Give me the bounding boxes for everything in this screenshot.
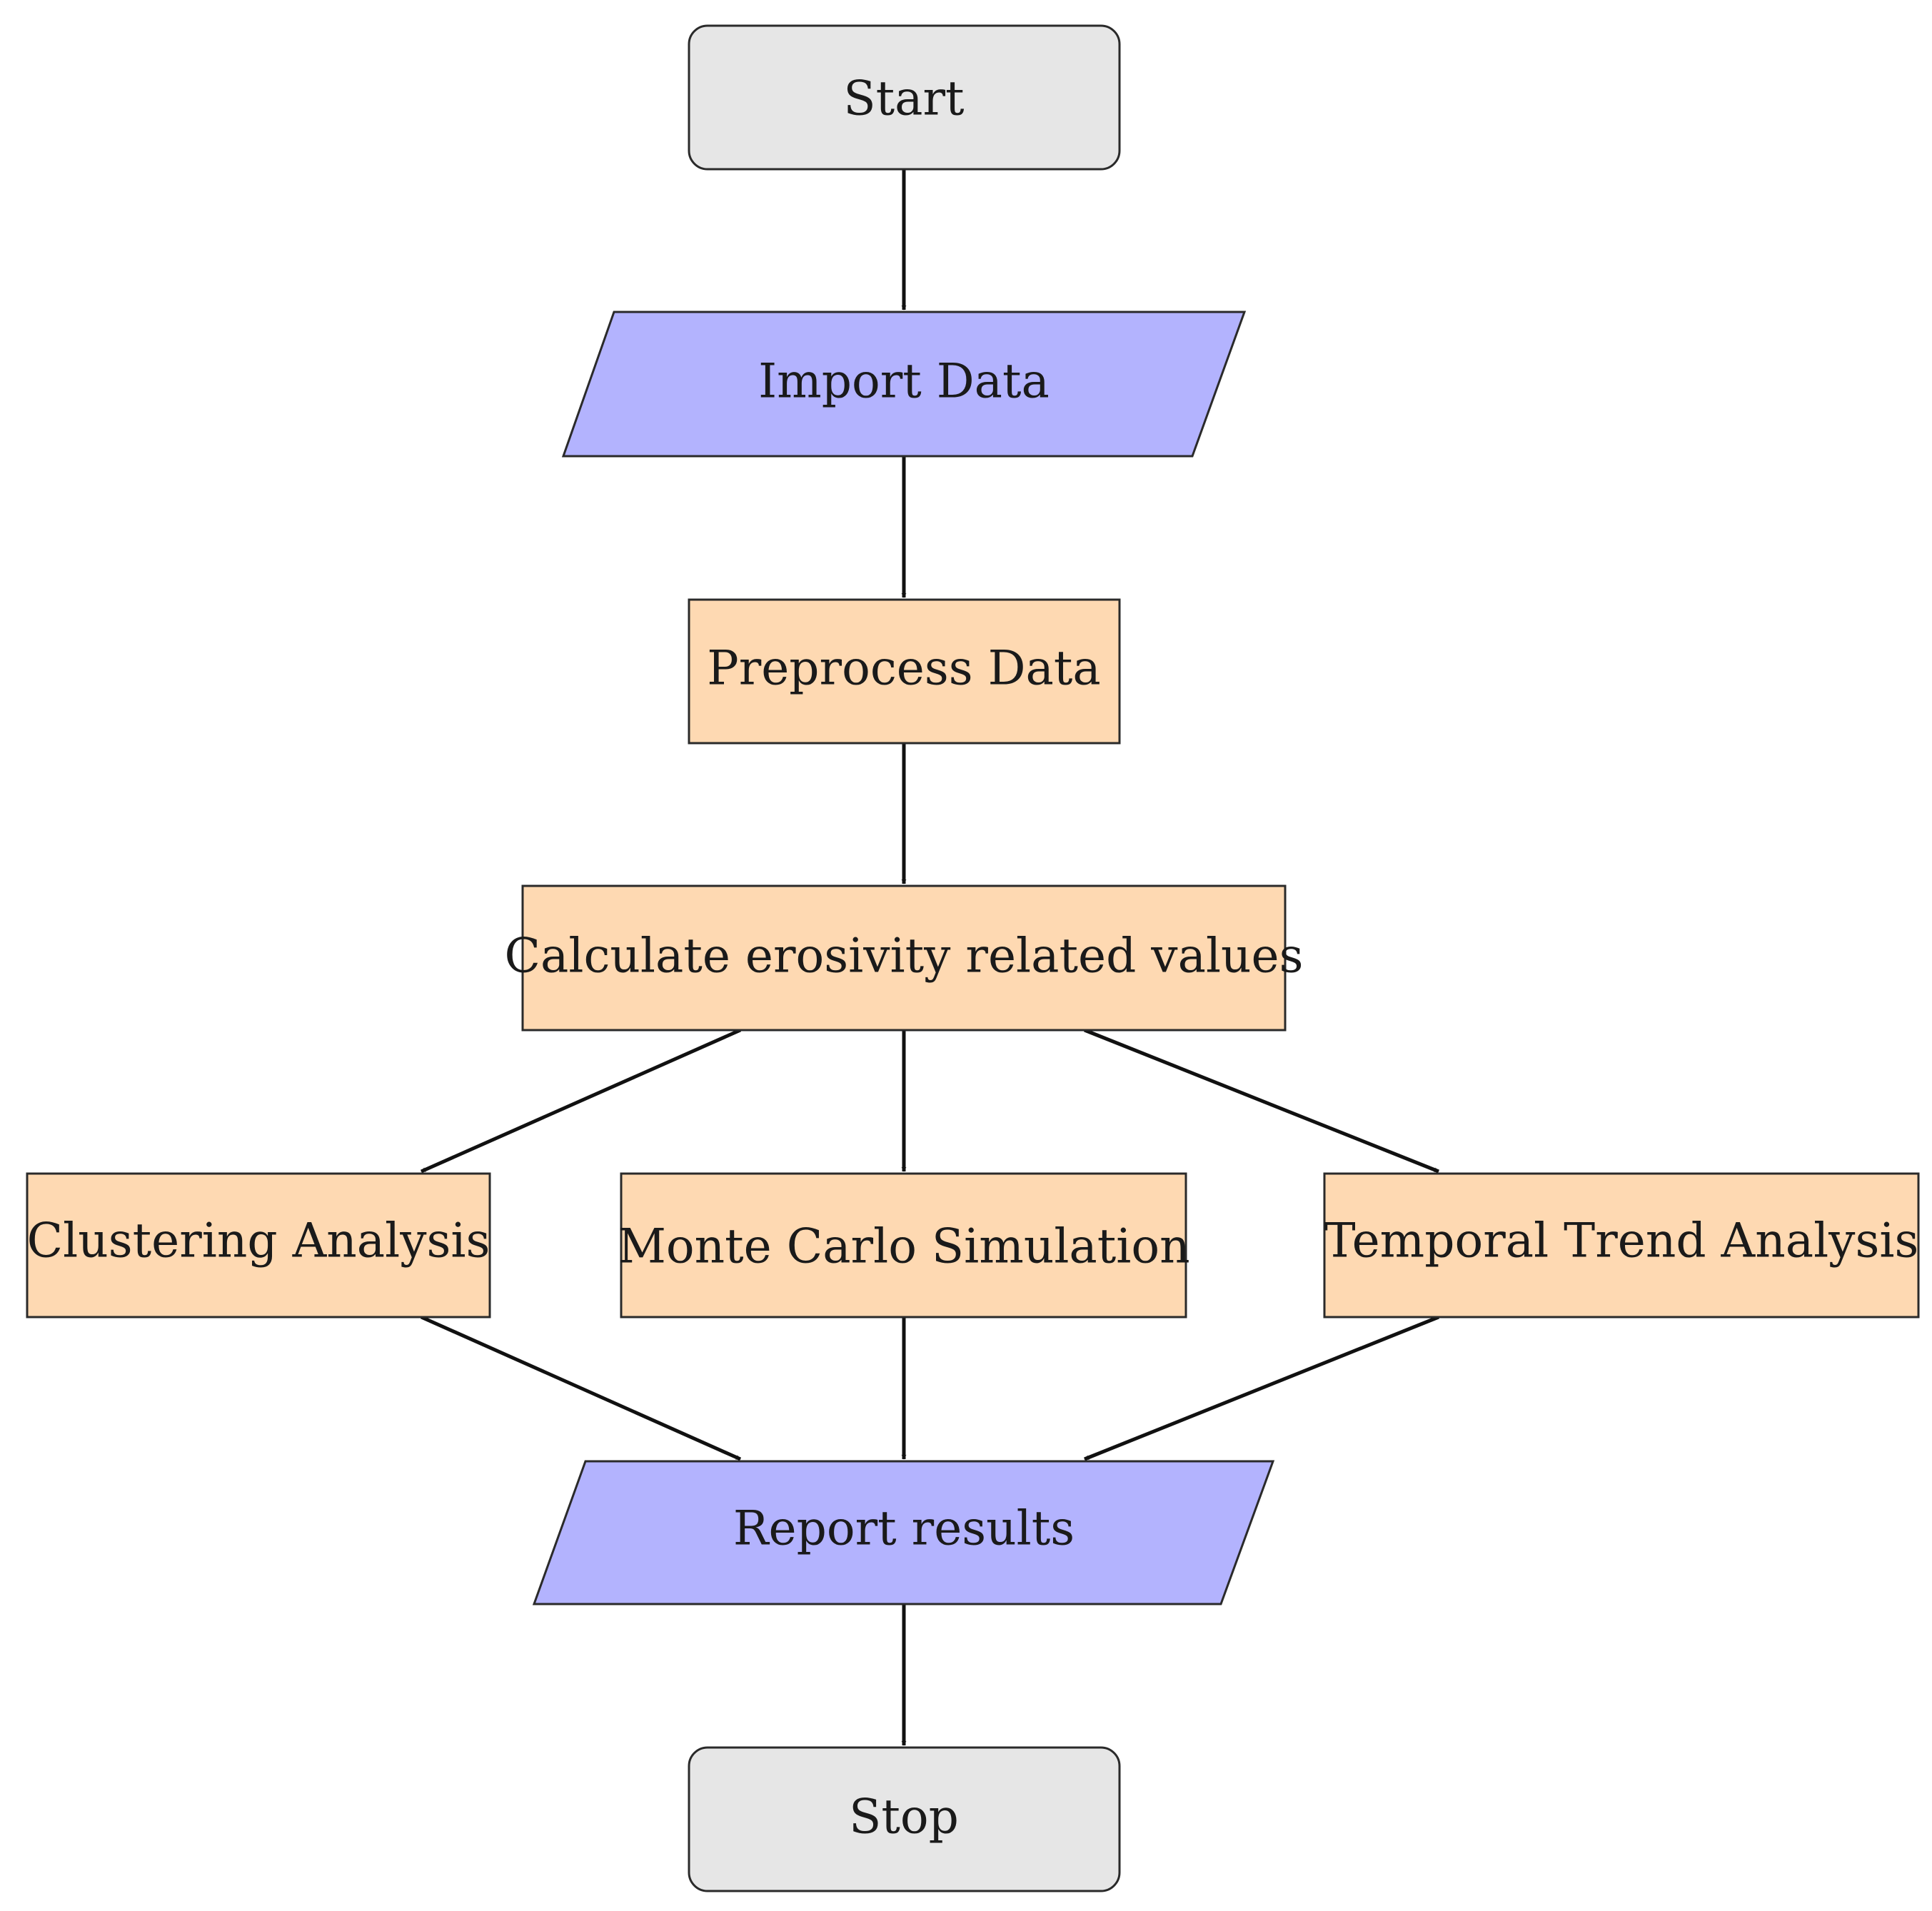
node-monte-carlo: Monte Carlo Simulation [618, 1172, 1190, 1318]
node-label-report-results: Report results [733, 1501, 1075, 1556]
edge-temporal-trend-to-report-results [1084, 1315, 1439, 1461]
io-shape [532, 1460, 1275, 1605]
node-label-monte-carlo: Monte Carlo Simulation [618, 1219, 1189, 1274]
node-label-import-data: Import Data [758, 354, 1050, 409]
node-report-results: Report results [532, 1460, 1275, 1605]
node-label-stop: Stop [849, 1790, 959, 1845]
node-calculate-values: Calculate erosivity related values [504, 884, 1304, 1032]
node-stop: Stop [688, 1746, 1121, 1892]
edges [420, 169, 1439, 1746]
edge-clustering-analysis-to-report-results [420, 1315, 742, 1461]
node-label-preprocess-data: Preprocess Data [707, 641, 1100, 696]
node-clustering-analysis: Clustering Analysis [26, 1172, 491, 1318]
node-label-temporal-trend: Temporal Trend Analysis [1324, 1214, 1919, 1269]
node-label-clustering-analysis: Clustering Analysis [27, 1214, 490, 1269]
node-preprocess-data: Preprocess Data [688, 598, 1121, 745]
process-shape [26, 1172, 491, 1318]
terminal-shape [688, 1746, 1121, 1892]
io-shape [561, 311, 1247, 458]
process-shape [1323, 1172, 1920, 1318]
node-start: Start [688, 24, 1121, 171]
node-label-calculate-values: Calculate erosivity related values [504, 929, 1303, 984]
node-import-data: Import Data [561, 311, 1247, 458]
node-temporal-trend: Temporal Trend Analysis [1323, 1172, 1920, 1318]
edge-calculate-values-to-clustering-analysis [420, 1028, 742, 1174]
process-shape [521, 884, 1287, 1032]
process-shape [688, 598, 1121, 745]
terminal-shape [688, 24, 1121, 171]
process-shape [620, 1172, 1187, 1318]
edge-calculate-values-to-temporal-trend [1084, 1028, 1439, 1174]
node-label-start: Start [843, 71, 964, 126]
